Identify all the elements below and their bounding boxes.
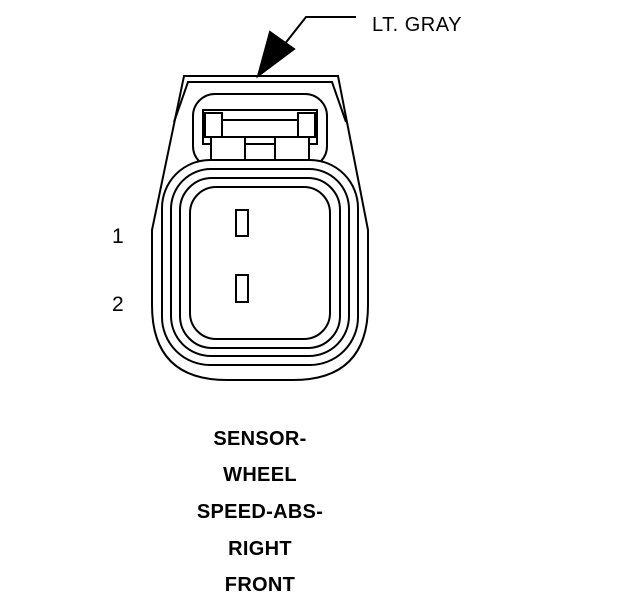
caption-line-5: FRONT (224, 574, 296, 596)
caption-line-2: WHEEL (223, 464, 297, 486)
latch-post-right (297, 112, 316, 138)
latch-post-left (204, 112, 223, 138)
caption-line-1: SENSOR- (213, 428, 307, 450)
connector-housing-outer (151, 75, 369, 381)
leader-arrow (256, 30, 296, 79)
cavity-face (189, 186, 331, 340)
connector-housing-inner-edge (173, 81, 347, 123)
pin-cavity-2 (235, 274, 249, 303)
wire-color-label: LT. GRAY (372, 14, 462, 36)
seal-ring-middle (170, 168, 350, 357)
seal-ring-outer (161, 159, 359, 366)
leader-line (279, 16, 356, 51)
pin-label-2: 2 (112, 293, 124, 316)
pin-cavity-1 (235, 209, 249, 237)
caption-line-3: SPEED-ABS- (196, 501, 324, 523)
pin-label-1: 1 (112, 225, 124, 248)
seal-ring-inner (179, 177, 341, 349)
caption-line-4: RIGHT (228, 538, 292, 560)
